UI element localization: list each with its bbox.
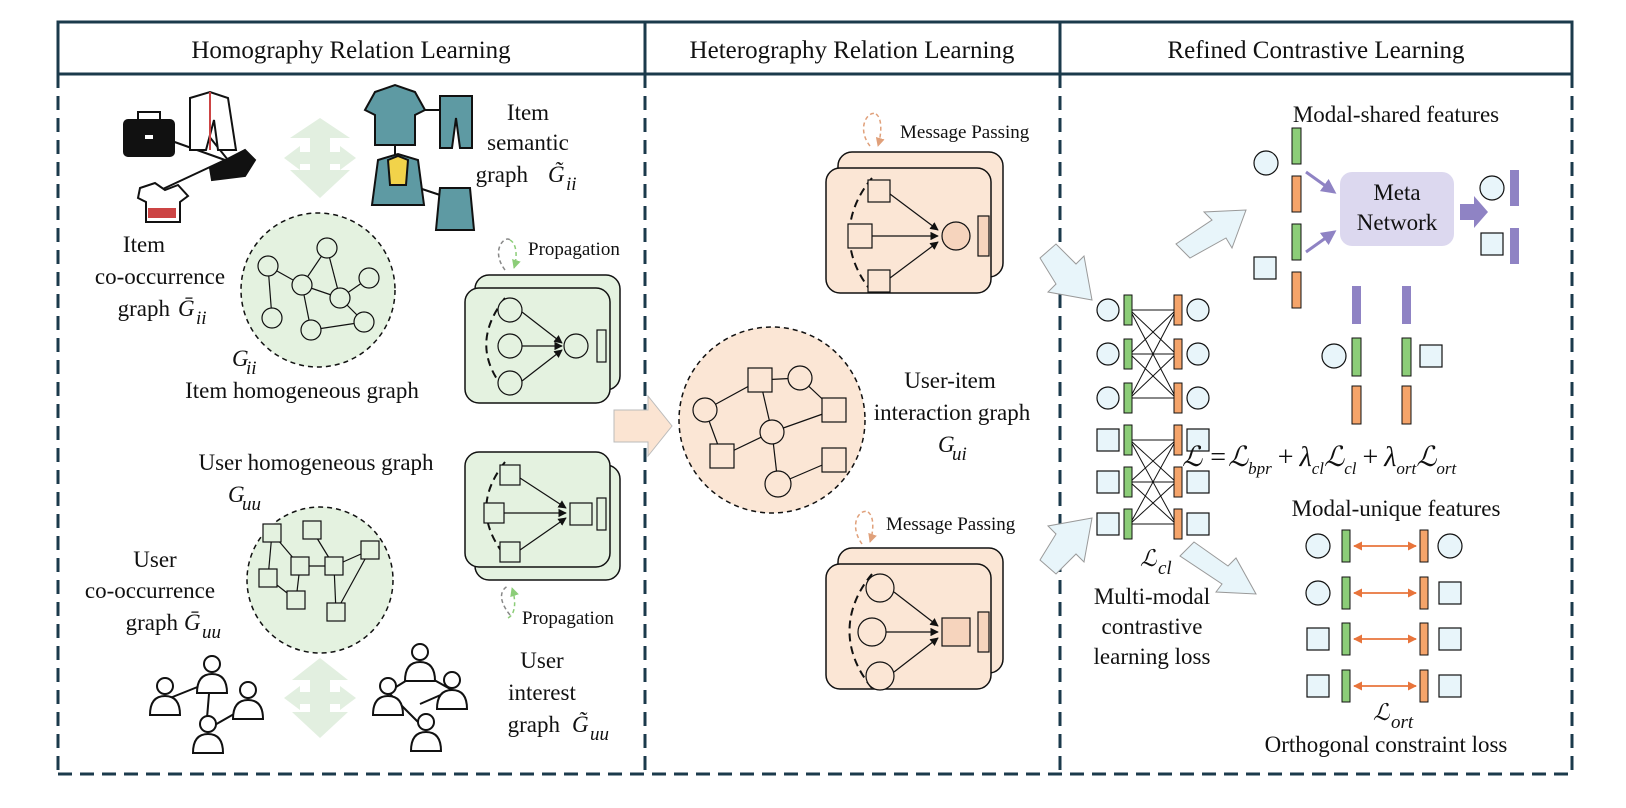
item-semantic-sub: ii (566, 174, 577, 195)
user-homog-symbol: G (228, 482, 245, 507)
ui-graph-label-1: User-item (904, 368, 996, 393)
flow-arrow-bottom (1039, 517, 1093, 575)
item-cooc-symbol: Ḡ (178, 296, 195, 321)
propagation-label-top: Propagation (528, 239, 620, 260)
user-homog-label: User homogeneous graph (198, 450, 434, 475)
flow-arrow-top (1039, 243, 1093, 301)
item-cooc-label-3: graph (118, 296, 171, 321)
message-passing-card-top (825, 151, 1004, 294)
user-cooc-label-1: User (133, 547, 177, 572)
item-homogeneous-graph (240, 212, 396, 368)
mm-loss-label-2: contrastive (1102, 614, 1203, 639)
apparel-icon (363, 83, 476, 231)
fashion-items-icon (123, 90, 257, 223)
item-cooc-label-1: Item (123, 232, 165, 257)
user-interest-label-2: interest (508, 680, 576, 705)
user-homogeneous-graph (246, 506, 394, 654)
meta-network-label-2: Network (1357, 210, 1438, 235)
propagation-label-bottom: Propagation (522, 608, 614, 629)
user-interest-symbol: G̃ (572, 711, 589, 737)
header-heterography: Heterography Relation Learning (690, 37, 1015, 64)
ui-graph-sub: ui (952, 444, 967, 465)
item-semantic-label-1: Item (507, 100, 549, 125)
orthogonal-mid-block (1321, 286, 1443, 425)
user-propagation-card (464, 451, 621, 581)
svg-text:ℒ=: ℒ= (1182, 442, 1226, 473)
modal-shared-block (1253, 127, 1519, 309)
user-interest-sub: uu (590, 724, 609, 745)
user-social-icon-right (371, 643, 469, 752)
item-homog-sub: ii (246, 358, 257, 379)
item-cooc-label-2: co-occurrence (95, 264, 225, 289)
item-homog-label: Item homogeneous graph (185, 378, 419, 403)
message-passing-label-bottom: Message Passing (886, 514, 1016, 535)
propagation-loop-icon (497, 238, 511, 271)
user-cooc-label-2: co-occurrence (85, 578, 215, 603)
item-semantic-label-3: graph (476, 162, 529, 187)
meta-network-label-1: Meta (1373, 180, 1420, 205)
lcl-sub: cl (1158, 558, 1172, 579)
mm-loss-label-1: Multi-modal (1094, 584, 1210, 609)
item-propagation-card (464, 274, 621, 404)
frame (56, 20, 1574, 776)
ui-graph-symbol: G (938, 432, 955, 457)
lort-sub: ort (1391, 712, 1414, 733)
ort-loss-label: Orthogonal constraint loss (1265, 732, 1508, 757)
user-item-interaction-graph (678, 326, 866, 514)
modal-unique-block (1305, 529, 1463, 703)
user-social-icon-left (148, 655, 265, 754)
loss-equation: ℒbpr+λclℒcl+λortℒort ℒ= (1182, 442, 1458, 478)
header-homography: Homography Relation Learning (191, 37, 511, 64)
flow-arrow-right (613, 394, 673, 458)
item-cooc-sub: ii (196, 308, 207, 329)
user-homog-sub: uu (242, 494, 261, 515)
item-homog-symbol: G (232, 346, 249, 371)
ui-graph-label-2: interaction graph (874, 400, 1031, 425)
user-interest-label-3: graph (508, 712, 561, 737)
header-contrastive: Refined Contrastive Learning (1167, 37, 1465, 64)
item-semantic-symbol: G̃ (548, 161, 565, 187)
modal-shared-label: Modal-shared features (1293, 102, 1499, 127)
user-cooc-sub: uu (202, 622, 221, 643)
lort-symbol: ℒ (1373, 700, 1390, 725)
mm-loss-label-3: learning loss (1094, 644, 1211, 669)
message-passing-label-top: Message Passing (900, 122, 1030, 143)
user-cooc-symbol: Ḡ (184, 610, 201, 635)
flow-arrow-down-right (1179, 541, 1257, 595)
user-interest-label-1: User (520, 648, 564, 673)
item-semantic-label-2: semantic (487, 130, 569, 155)
svg-text:ℒbpr+λclℒcl+λortℒort: ℒbpr+λclℒcl+λortℒort (1228, 442, 1458, 478)
flow-arrow-up-right (1175, 209, 1247, 259)
modal-unique-label: Modal-unique features (1292, 496, 1501, 521)
lcl-symbol: ℒ (1140, 546, 1157, 571)
contrastive-matrix (1096, 294, 1210, 540)
message-passing-card-bottom (825, 547, 1004, 691)
user-cooc-label-3: graph (126, 610, 179, 635)
